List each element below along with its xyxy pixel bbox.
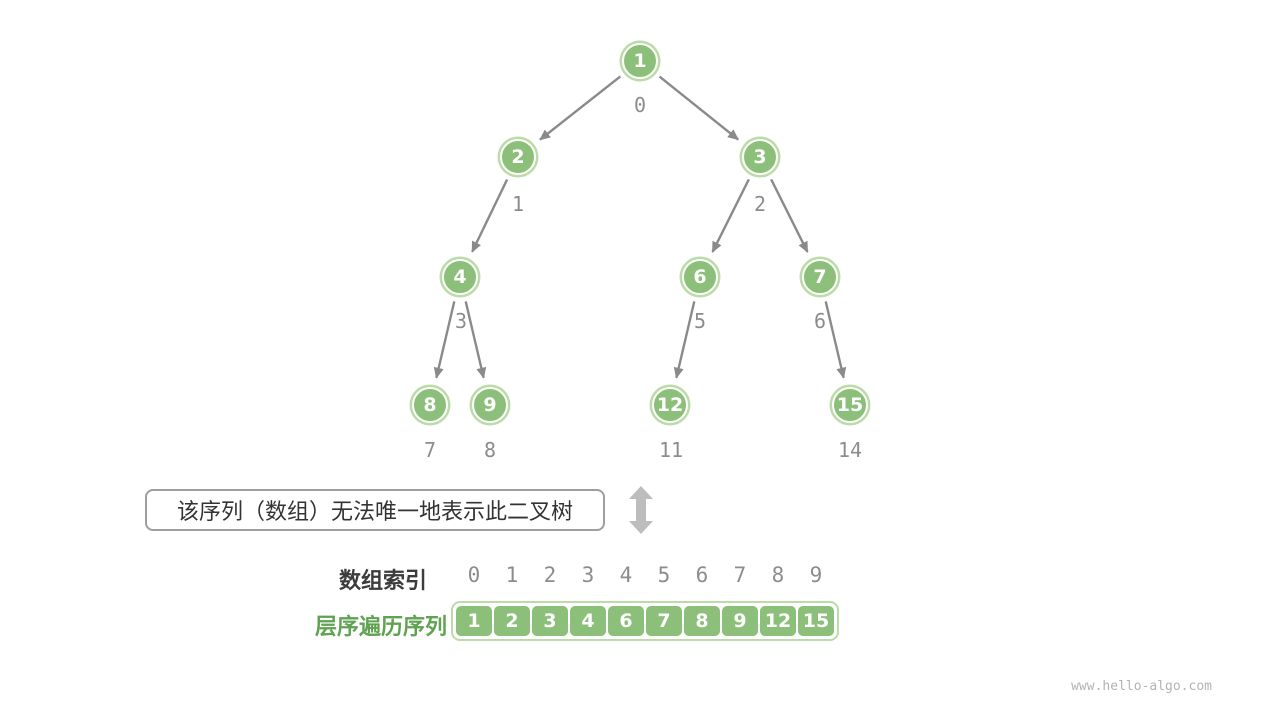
- array-index-value: 8: [771, 563, 785, 587]
- array-cell: 3: [532, 606, 568, 636]
- level-order-label: 层序遍历序列: [314, 614, 447, 639]
- tree-edge: [471, 178, 509, 253]
- array-cell: 7: [646, 606, 682, 636]
- tree-node-7: 7: [802, 259, 838, 295]
- node-index-label: 0: [633, 93, 647, 117]
- node-index-label: 3: [454, 309, 468, 333]
- tree-node-12: 12: [652, 387, 688, 423]
- tree-node-1: 1: [622, 43, 658, 79]
- tree-node-15: 15: [832, 387, 868, 423]
- array-index-value: 1: [505, 563, 519, 587]
- array-index-label: 数组索引: [338, 568, 427, 593]
- array-cell: 12: [760, 606, 796, 636]
- callout-text: 该序列（数组）无法唯一地表示此二叉树: [176, 499, 573, 524]
- array-index-value: 0: [467, 563, 481, 587]
- tree-node-3: 3: [742, 139, 778, 175]
- tree-node-9: 9: [472, 387, 508, 423]
- node-index-label: 6: [813, 309, 827, 333]
- array-cell: 6: [608, 606, 644, 636]
- node-index-label: 8: [483, 438, 497, 462]
- tree-edge: [824, 301, 847, 379]
- array-cell: 2: [494, 606, 530, 636]
- tree-edge: [658, 75, 739, 141]
- tree-node-8: 8: [412, 387, 448, 423]
- tree-edge: [770, 178, 809, 253]
- node-index-label: 14: [837, 438, 863, 462]
- array-cell: 4: [570, 606, 606, 636]
- tree-node-4: 4: [442, 259, 478, 295]
- tree-edge: [433, 301, 456, 379]
- watermark: www.hello-algo.com: [1071, 679, 1212, 694]
- node-index-label: 11: [658, 438, 684, 462]
- up-down-arrow-icon: [629, 486, 653, 534]
- array-cell: 8: [684, 606, 720, 636]
- array-index-value: 2: [543, 563, 557, 587]
- array-index-value: 5: [657, 563, 671, 587]
- tree-edge: [464, 301, 487, 379]
- array-index-value: 7: [733, 563, 747, 587]
- callout-box: 该序列（数组）无法唯一地表示此二叉树: [145, 489, 605, 531]
- array-index-value: 9: [809, 563, 823, 587]
- tree-node-2: 2: [500, 139, 536, 175]
- tree-node-6: 6: [682, 259, 718, 295]
- node-index-label: 2: [753, 192, 767, 216]
- array-cell: 9: [722, 606, 758, 636]
- node-index-label: 1: [511, 192, 525, 216]
- node-index-label: 7: [423, 438, 437, 462]
- tree-edge: [711, 178, 750, 253]
- array-index-value: 3: [581, 563, 595, 587]
- array-index-value: 4: [619, 563, 633, 587]
- array-cell: 15: [798, 606, 834, 636]
- tree-edge: [539, 75, 622, 141]
- array-cell: 1: [456, 606, 492, 636]
- tree-edge: [673, 301, 696, 379]
- node-index-label: 5: [693, 309, 707, 333]
- array-index-value: 6: [695, 563, 709, 587]
